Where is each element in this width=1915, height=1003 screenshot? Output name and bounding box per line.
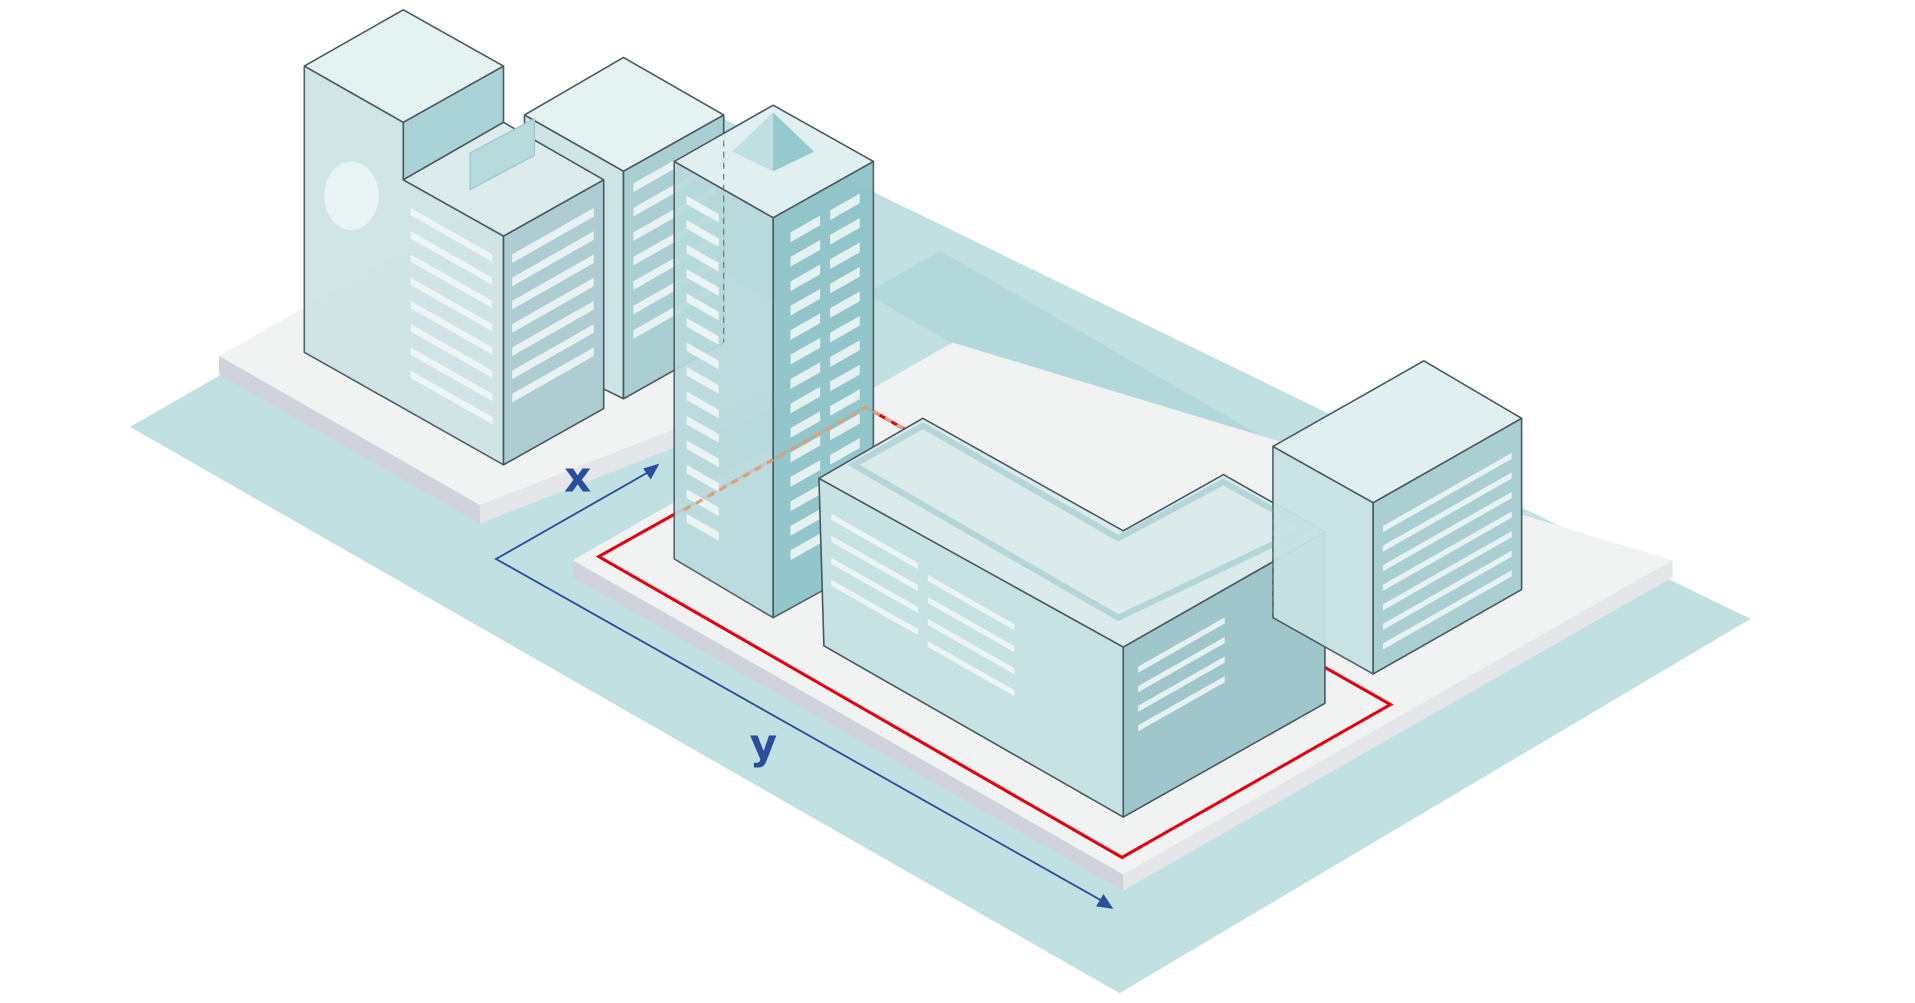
window-strip (512, 324, 594, 380)
window-strip (790, 337, 821, 365)
window-strip (830, 389, 860, 416)
window-strip (790, 264, 821, 292)
window-strip (790, 411, 821, 438)
window-strip (1138, 636, 1225, 693)
window-strip (830, 315, 860, 343)
window-strip (790, 313, 821, 341)
window-strip (686, 293, 719, 321)
dimension-axes: x y (494, 453, 1114, 909)
billboard (469, 117, 536, 191)
window-strip (1383, 570, 1512, 650)
decorative-circle (324, 161, 379, 230)
window-strip (831, 557, 918, 614)
window-strip (830, 291, 860, 319)
window-strip (830, 340, 860, 367)
window-strip (410, 231, 493, 285)
window-strip (686, 318, 719, 345)
window-strip (830, 217, 860, 245)
window-strip (830, 242, 860, 270)
window-strip (790, 239, 821, 267)
window-strip (1138, 617, 1225, 673)
window-strip (831, 535, 918, 592)
window-strip (1383, 511, 1512, 591)
window-strip (790, 362, 821, 389)
dashed-projection-line (683, 405, 1316, 665)
window-strip (686, 220, 719, 248)
window-strip (830, 193, 860, 221)
window-strip (512, 231, 594, 287)
window-strip (410, 277, 493, 332)
axis-y-label: y (750, 720, 777, 769)
axis-x-label: x (564, 453, 591, 502)
y-arrowhead (1096, 894, 1114, 909)
window-strip (686, 513, 719, 541)
window-strip (1383, 452, 1512, 533)
window-strip (410, 254, 493, 309)
window-strip (686, 415, 719, 443)
window-strip (686, 464, 719, 492)
window-strip (410, 347, 493, 402)
x-arrowhead (643, 463, 660, 480)
window-strip (1383, 531, 1512, 611)
window-strip (790, 460, 821, 487)
window-strip (1383, 491, 1512, 572)
window-strip (512, 208, 594, 263)
axis-lines (494, 466, 1111, 906)
window-strip (927, 596, 1015, 653)
window-strip (927, 574, 1015, 631)
window-strip (790, 484, 821, 512)
window-strip (512, 300, 594, 356)
window-strip (410, 207, 493, 262)
window-strip (686, 366, 719, 394)
window-strip (686, 342, 719, 370)
window-strip (790, 288, 821, 316)
window-strip (1383, 472, 1512, 552)
window-strip (410, 370, 493, 425)
window-strip (790, 215, 821, 243)
window-strip (790, 509, 821, 536)
window-strip (927, 618, 1015, 675)
window-strip (830, 438, 860, 465)
window-strip (830, 266, 860, 294)
window-strip (686, 244, 719, 272)
window-strip (686, 440, 719, 468)
window-strip (512, 347, 594, 403)
window-strip (1138, 676, 1225, 732)
building-left (303, 8, 605, 466)
window-strip (686, 269, 719, 296)
window-strip (686, 489, 719, 517)
window-strip (927, 640, 1015, 697)
window-strip (831, 513, 918, 570)
right-platform-side (572, 560, 1124, 891)
window-strip (512, 277, 594, 333)
window-strip (686, 195, 719, 223)
window-strip (790, 533, 821, 561)
window-strip (686, 391, 719, 419)
window-strip (1383, 550, 1512, 630)
window-strip (790, 386, 821, 414)
window-strip (830, 413, 860, 441)
window-strip (410, 324, 493, 378)
right-platform-side-right (1123, 560, 1673, 891)
window-strip (830, 364, 860, 392)
left-platform-side (218, 355, 480, 524)
window-strip (512, 254, 594, 310)
building-right (1272, 360, 1523, 675)
window-strip (790, 435, 821, 463)
window-strip (831, 579, 918, 636)
window-strip (1138, 656, 1225, 712)
window-strip (410, 300, 493, 355)
